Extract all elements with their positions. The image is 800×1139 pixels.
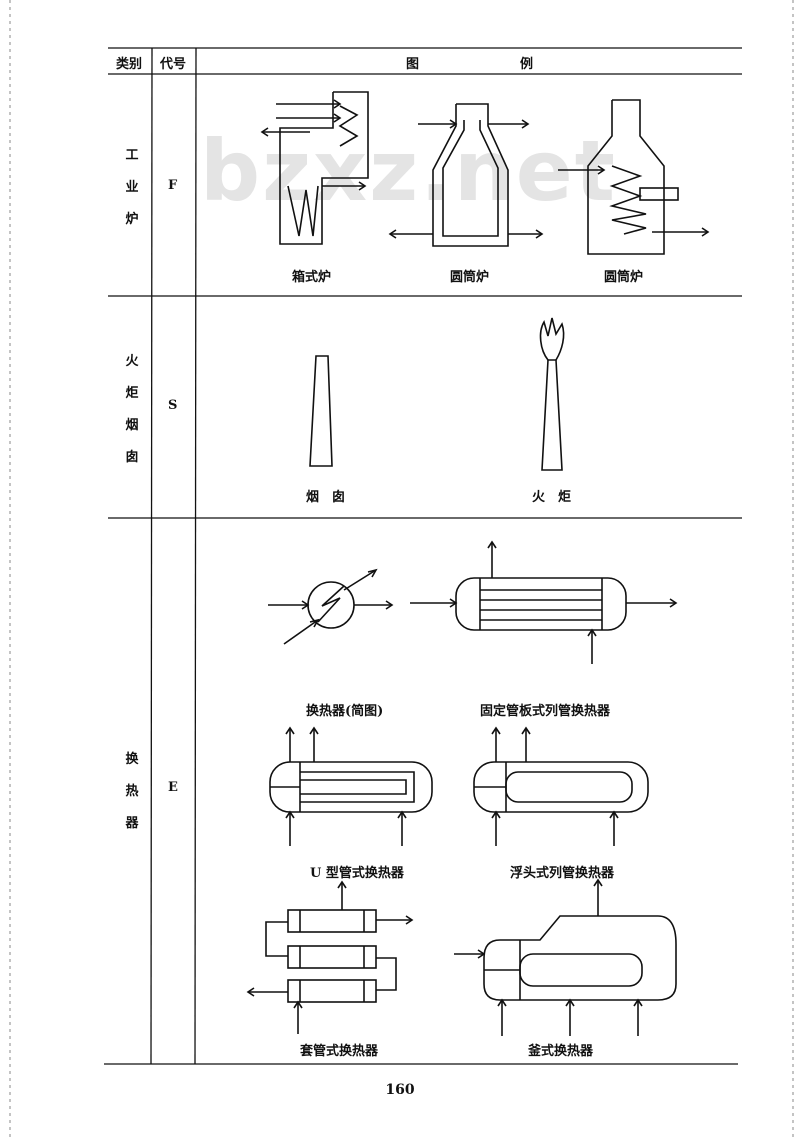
caption-cylindrical-furnace: 圆筒炉 [450,270,490,285]
caption-floating-head: 浮头式列管换热器 [510,866,615,881]
caption-kettle: 釜式换热器 [528,1044,594,1059]
kettle-exchanger-icon [454,878,677,1036]
u-tube-exchanger-icon [269,726,433,846]
header-code: 代号 [160,57,187,72]
caption-chimney: 烟 囱 [306,490,346,505]
caption-double-pipe: 套管式换热器 [300,1044,379,1059]
category-flare-chimney: 火 炬 烟 囱 [122,346,142,474]
category-char: 炉 [125,212,139,227]
category-char: 业 [125,180,139,195]
cylindrical-furnace-2-icon [558,99,710,255]
category-furnace: 工 业 炉 [122,140,142,236]
chimney-icon [309,355,333,467]
caption-u-tube: U 型管式换热器 [310,866,404,881]
floating-head-exchanger-icon [473,726,649,846]
category-char: 器 [125,816,139,831]
header-legend-2: 例 [520,57,534,72]
cylindrical-furnace-icon [388,103,544,247]
caption-flare: 火 炬 [532,490,572,505]
header-category: 类别 [116,57,143,72]
category-char: 囱 [125,450,139,465]
code-E: E [168,780,178,795]
category-char: 炬 [125,386,139,401]
category-char: 烟 [125,418,139,433]
watermark: bzxz.net [200,122,617,220]
fixed-tube-sheet-exchanger-icon [410,540,678,664]
code-F: F [168,178,178,193]
heat-exchanger-simple-icon [268,568,394,645]
caption-box-furnace: 箱式炉 [292,270,332,285]
category-heat-exchanger: 换 热 器 [122,744,142,840]
page-number: 160 [385,1082,415,1098]
caption-fixed-tube-sheet: 固定管板式列管换热器 [480,704,611,719]
category-char: 工 [125,148,139,163]
caption-cylindrical-furnace-2: 圆筒炉 [604,270,644,285]
category-char: 换 [125,752,139,767]
box-furnace-icon [260,91,369,245]
category-char: 火 [125,354,139,369]
category-char: 热 [125,784,139,799]
caption-heat-exchanger-simple: 换热器(简图) [306,704,384,719]
code-S: S [168,398,178,413]
double-pipe-exchanger-icon [246,880,414,1034]
header-legend: 图 [406,57,420,72]
flare-icon [539,317,565,471]
